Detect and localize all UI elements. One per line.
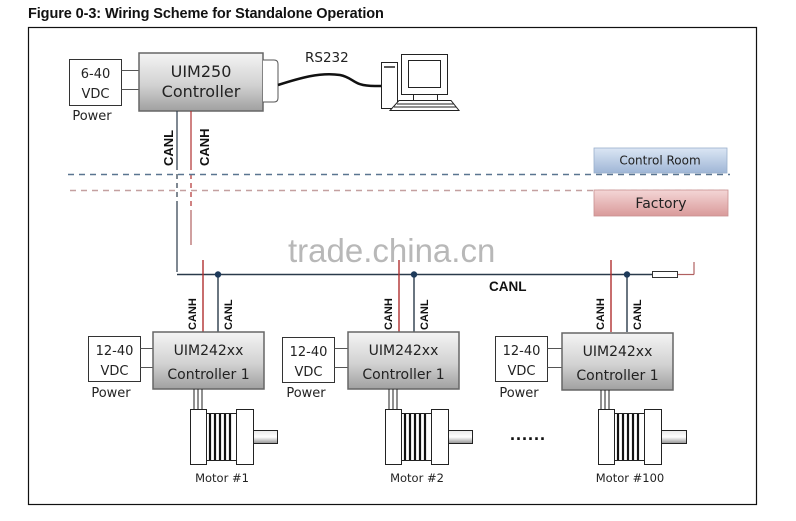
node-1-power-unit: VDC: [101, 364, 129, 379]
motor-100-icon: [598, 390, 687, 465]
bus-canl-label: CANL: [489, 279, 527, 294]
rs232-label: RS232: [305, 50, 349, 66]
figure-title: Figure 0-3: Wiring Scheme for Standalone…: [28, 6, 384, 22]
uim250-line2: Controller: [162, 82, 241, 101]
factory-label: Factory: [635, 196, 686, 212]
node-1-power-caption: Power: [91, 386, 131, 401]
motor-1-label: Motor #1: [195, 471, 249, 485]
figure-frame: [27, 26, 758, 506]
node-1: CANH CANL 12-40 VDC Power UIM242xx Contr…: [88, 260, 278, 485]
node-2: CANH CANL 12-40 VDC Power UIM242xx Contr…: [282, 260, 473, 485]
uim250-line1: UIM250: [171, 62, 232, 81]
uim250-controller: UIM250 Controller: [138, 52, 279, 112]
main-power-supply: 6-40 VDC Power: [69, 59, 139, 124]
node-1-power-voltage: 12-40: [96, 344, 134, 359]
node-2-canl: CANL: [419, 299, 431, 330]
node-1-canl: CANL: [223, 299, 235, 330]
node-2-power-caption: Power: [286, 386, 326, 401]
node-1-controller-model: UIM242xx: [174, 343, 244, 359]
main-power-caption: Power: [72, 109, 112, 124]
rs232-cable: [277, 72, 385, 88]
more-nodes-ellipsis: ......: [510, 424, 546, 444]
main-power-voltage: 6-40: [81, 67, 111, 82]
computer-icon: [381, 54, 461, 111]
watermark: trade.china.cn: [288, 232, 495, 269]
node-2-controller-model: UIM242xx: [369, 343, 439, 359]
node-100-canh: CANH: [595, 298, 607, 330]
node-2-power-voltage: 12-40: [290, 345, 328, 360]
main-can-drop: CANL CANH: [161, 111, 212, 272]
node-100: CANH CANL 12-40 VDC Power UIM242xx Contr…: [495, 260, 687, 485]
control-room-label: Control Room: [619, 154, 700, 168]
motor-2-icon: [385, 389, 473, 465]
node-100-controller-model: UIM242xx: [583, 344, 653, 360]
motor-100-label: Motor #100: [596, 471, 664, 485]
node-100-power-voltage: 12-40: [503, 344, 541, 359]
motor-1-icon: [190, 389, 278, 465]
node-2-power-unit: VDC: [295, 365, 323, 380]
main-power-unit: VDC: [82, 87, 110, 102]
motor-2-label: Motor #2: [390, 471, 444, 485]
node-1-controller-name: Controller 1: [167, 367, 249, 383]
node-100-power-caption: Power: [499, 386, 539, 401]
zone-control-room: Control Room: [593, 147, 728, 174]
node-100-canl: CANL: [632, 299, 644, 330]
node-100-controller-name: Controller 1: [576, 368, 658, 384]
main-canh-label: CANH: [197, 128, 212, 166]
node-2-controller-name: Controller 1: [362, 367, 444, 383]
node-2-canh: CANH: [383, 298, 395, 330]
node-1-canh: CANH: [187, 298, 199, 330]
node-100-power-unit: VDC: [508, 364, 536, 379]
main-canl-label: CANL: [161, 130, 176, 166]
zone-factory: Factory: [593, 189, 729, 217]
